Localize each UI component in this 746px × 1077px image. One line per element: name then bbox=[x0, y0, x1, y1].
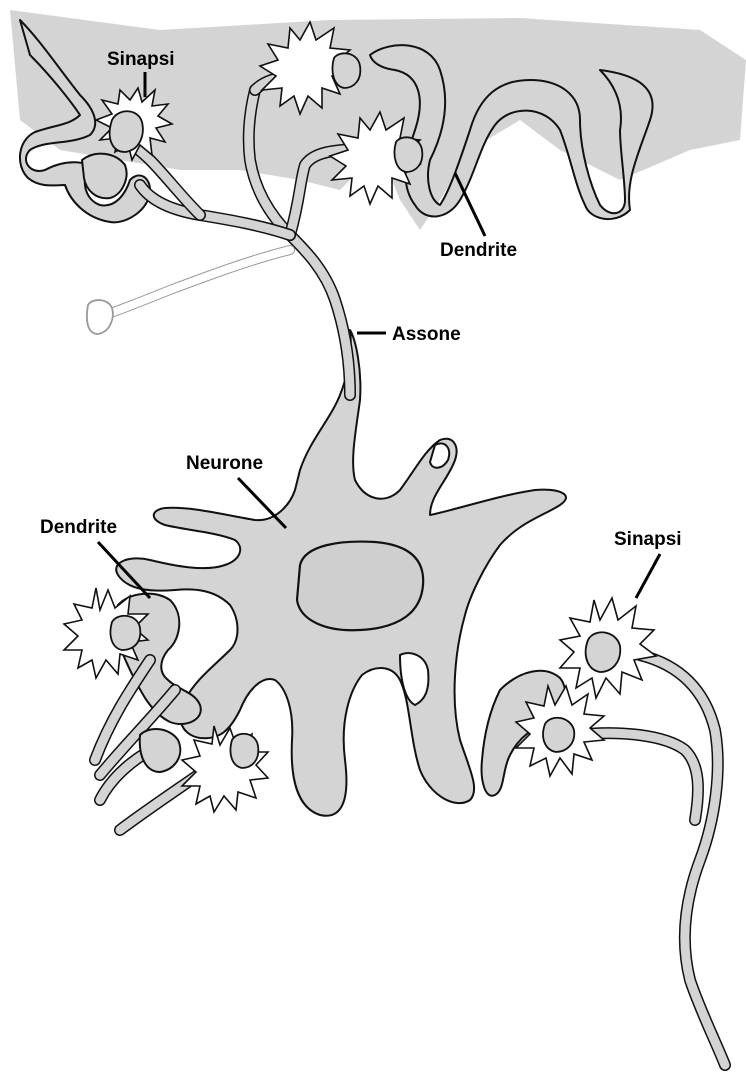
nucleus bbox=[297, 542, 423, 631]
label-sinapsi-right-text: Sinapsi bbox=[614, 529, 682, 550]
synapse-left-lower bbox=[182, 726, 268, 812]
label-neurone-text: Neurone bbox=[186, 453, 263, 474]
label-dendrite-left-text: Dendrite bbox=[40, 517, 117, 538]
label-dendrite-top-text: Dendrite bbox=[440, 240, 517, 261]
label-assone-text: Assone bbox=[392, 324, 461, 345]
synapse-right-upper bbox=[560, 598, 656, 698]
label-sinapsi-top-text: Sinapsi bbox=[107, 49, 175, 70]
label-assone: Assone bbox=[357, 324, 461, 345]
label-sinapsi-right: Sinapsi bbox=[614, 529, 682, 598]
